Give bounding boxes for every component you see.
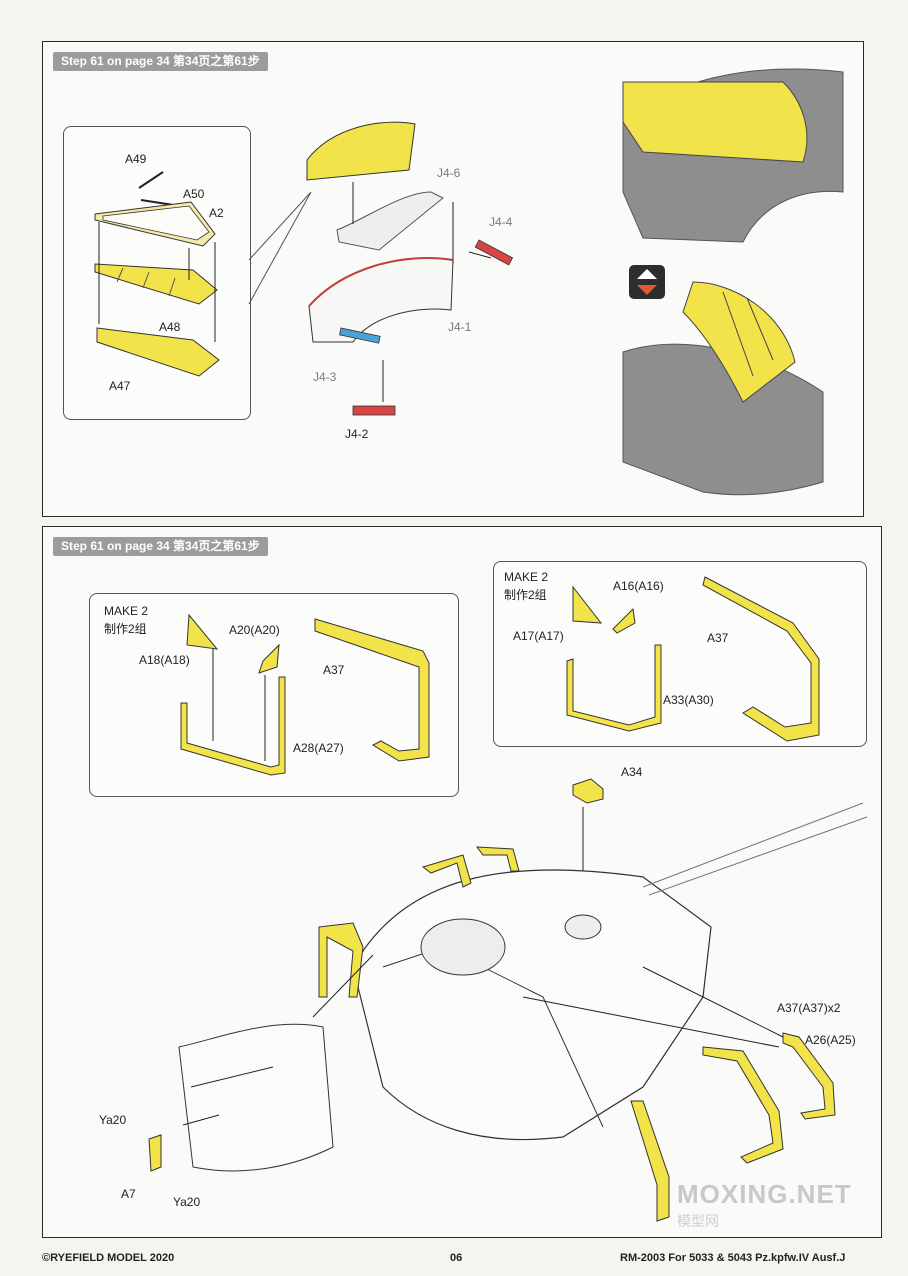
part-a37-bracket bbox=[314, 618, 430, 762]
watermark-sub: 模型网 bbox=[677, 1213, 719, 1229]
watermark: MOXING.NET bbox=[677, 1179, 852, 1209]
part-j4-2 bbox=[352, 405, 396, 416]
label-a47: A47 bbox=[109, 379, 131, 393]
label-ya20-left: Ya20 bbox=[99, 1113, 127, 1127]
label-a20: A20(A20) bbox=[229, 623, 280, 637]
make-label: MAKE 2 bbox=[104, 604, 149, 618]
label-a37-left: A37 bbox=[323, 663, 345, 677]
label-ya20-bottom: Ya20 bbox=[173, 1195, 201, 1209]
label-a50: A50 bbox=[183, 187, 205, 201]
label-j4-4: J4-4 bbox=[489, 215, 513, 229]
callout-pointer bbox=[94, 68, 844, 496]
label-a48: A48 bbox=[159, 320, 181, 334]
model-render-bottom bbox=[622, 343, 824, 496]
label-j4-1: J4-1 bbox=[448, 320, 472, 334]
label-j4-3: J4-3 bbox=[313, 370, 337, 384]
label-a34: A34 bbox=[621, 765, 643, 779]
part-a26-lower bbox=[782, 1032, 836, 1120]
part-a34 bbox=[572, 778, 604, 804]
stowage-bin bbox=[178, 1023, 334, 1172]
part-a28-bracket bbox=[180, 676, 286, 776]
part-j4-3 bbox=[339, 327, 381, 344]
top-instruction-panel: Step 61 on page 34 第34页之第61步 bbox=[42, 41, 864, 517]
label-a26: A26(A25) bbox=[805, 1033, 856, 1047]
step-label: Step 61 on page 34 第34页之第61步 bbox=[53, 537, 268, 556]
part-lid bbox=[306, 121, 416, 181]
label-a33: A33(A30) bbox=[663, 693, 714, 707]
part-a37-bracket-right bbox=[702, 576, 820, 742]
swap-arrows-icon bbox=[629, 265, 665, 299]
part-j4-6 bbox=[336, 191, 444, 251]
bottom-instruction-panel: Step 61 on page 34 第34页之第61步 MAKE 2 制作2组… bbox=[42, 526, 882, 1238]
footer-copyright: ©RYEFIELD MODEL 2020 bbox=[42, 1252, 175, 1264]
label-a37-right: A37 bbox=[707, 631, 729, 645]
footer-product-code: RM-2003 For 5033 & 5043 Pz.kpfw.IV Ausf.… bbox=[620, 1252, 846, 1264]
label-a37-x2: A37(A37)x2 bbox=[777, 1001, 841, 1015]
footer-page-number: 06 bbox=[450, 1252, 463, 1264]
make-label: MAKE 2 bbox=[504, 570, 549, 584]
part-a47-plate bbox=[96, 327, 220, 377]
part-a48-frame bbox=[94, 263, 218, 305]
label-a49: A49 bbox=[125, 152, 147, 166]
label-a18: A18(A18) bbox=[139, 653, 190, 667]
label-a17: A17(A17) bbox=[513, 629, 564, 643]
label-a16: A16(A16) bbox=[613, 579, 664, 593]
label-j4-2: J4-2 bbox=[345, 427, 369, 441]
part-a7 bbox=[148, 1134, 162, 1172]
label-j4-6: J4-6 bbox=[437, 166, 461, 180]
part-j4-1 bbox=[308, 257, 454, 343]
make-label-cn: 制作2组 bbox=[504, 588, 547, 602]
label-a2: A2 bbox=[209, 206, 224, 220]
label-a7: A7 bbox=[121, 1187, 136, 1201]
part-a33-bracket bbox=[566, 644, 662, 732]
make-label-cn: 制作2组 bbox=[104, 622, 147, 636]
label-a28: A28(A27) bbox=[293, 741, 344, 755]
make-box-left: MAKE 2 制作2组 bbox=[89, 593, 459, 797]
bottom-diagram bbox=[148, 576, 868, 1222]
part-j4-4 bbox=[474, 239, 514, 266]
part-a37-lower bbox=[702, 1046, 784, 1164]
step-label: Step 61 on page 34 第34页之第61步 bbox=[53, 52, 268, 71]
turret-model bbox=[352, 869, 712, 1141]
